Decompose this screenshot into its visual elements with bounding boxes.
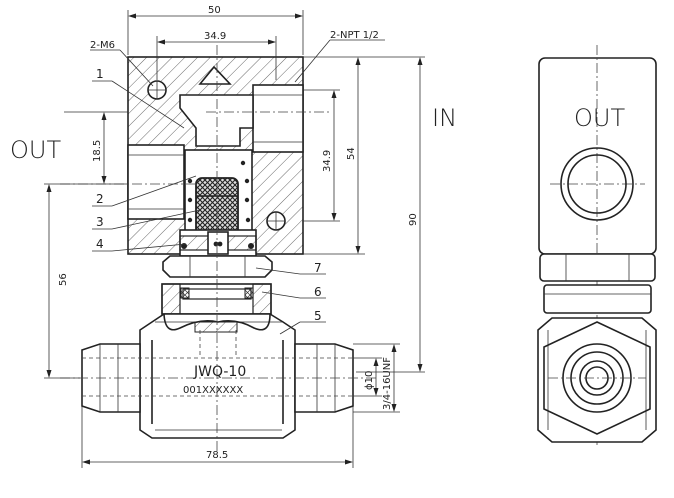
dim-overall-height: 90 <box>408 213 419 226</box>
callout-4: 4 <box>96 237 104 251</box>
out-right-label: OUT <box>574 104 625 132</box>
callout-6: 6 <box>314 285 322 299</box>
spring <box>187 160 251 223</box>
hex-nut <box>162 255 273 278</box>
dim-thread: 3/4-16UNF <box>382 357 393 410</box>
callout-7: 7 <box>314 261 322 275</box>
callout-2: 2 <box>96 192 104 206</box>
inner-passage <box>179 94 254 147</box>
callout-1: 1 <box>96 67 104 81</box>
side-port-outer <box>560 147 634 221</box>
dim-port-height: 18.5 <box>92 140 103 162</box>
callout-5: 5 <box>314 309 322 323</box>
side-hex-nut <box>539 253 656 282</box>
front-section-view: JWQ-10 001XXXXXX <box>60 45 378 452</box>
dim-bore: ϕ10 <box>364 371 375 390</box>
callouts: 2-M6 2-NPT 1/2 1 2 3 4 7 6 5 <box>90 30 385 335</box>
dim-hole-spacing: 34.9 <box>204 31 226 42</box>
side-port-inner <box>567 154 627 214</box>
side-block <box>538 57 657 255</box>
callout-mount-holes: 2-M6 <box>90 40 115 51</box>
out-port-cavity <box>127 144 185 220</box>
side-neck <box>543 284 652 314</box>
dim-overall-width: 78.5 <box>206 450 228 461</box>
dim-inner-height: 34.9 <box>322 150 333 172</box>
side-view: OUT <box>537 45 657 445</box>
side-hex-outline <box>543 321 651 435</box>
in-port-cavity <box>252 84 304 153</box>
side-body <box>537 317 657 443</box>
callout-3: 3 <box>96 215 104 229</box>
dimensions: 50 34.9 18.5 34.9 54 90 5 <box>44 5 425 468</box>
callout-port-thread: 2-NPT 1/2 <box>330 30 379 41</box>
in-label: IN <box>432 104 457 132</box>
dim-block-height: 54 <box>346 147 357 160</box>
out-left-label: OUT <box>10 136 61 164</box>
model-label: JWQ-10 <box>193 364 246 380</box>
dim-lower-height: 56 <box>58 273 69 286</box>
serial-label: 001XXXXXX <box>183 385 243 396</box>
dim-top-width: 50 <box>208 5 221 16</box>
